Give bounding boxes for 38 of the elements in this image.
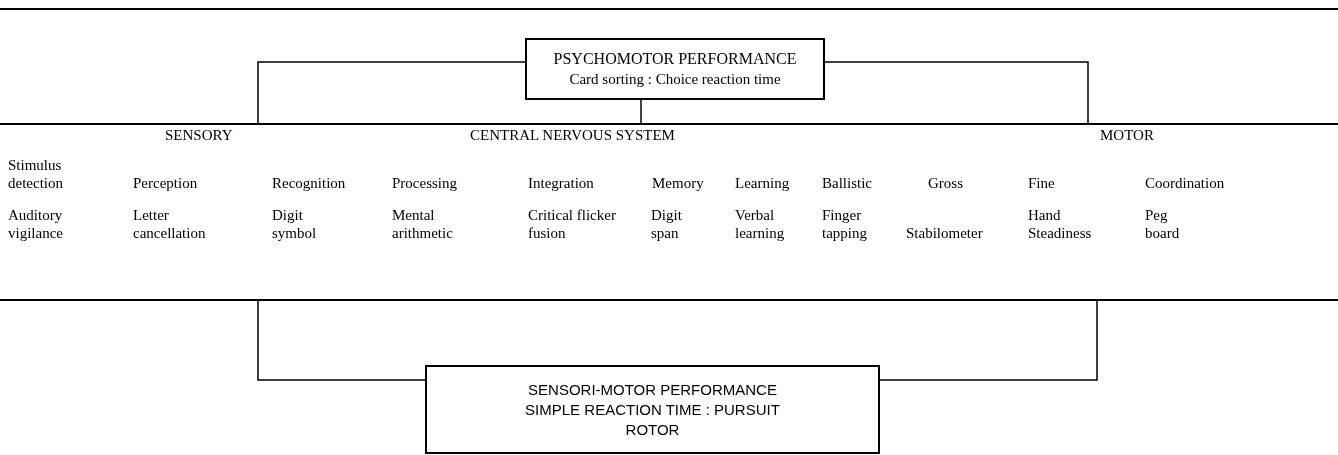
test-label: Finger tapping [822, 206, 868, 242]
test-label: Fine [1028, 174, 1055, 192]
test-label: Ballistic [822, 174, 872, 192]
divider-bar [0, 123, 1338, 125]
column-heading: SENSORY [165, 126, 233, 144]
connector-line [824, 61, 1089, 124]
test-label: Processing [392, 174, 457, 192]
title-box [525, 38, 825, 100]
test-label: Perception [133, 174, 198, 192]
test-label: Verbal learning [735, 206, 786, 242]
test-label: Recognition [272, 174, 346, 192]
test-label: Stimulus detection [8, 156, 64, 192]
connector-line [257, 300, 426, 381]
column-heading: CENTRAL NERVOUS SYSTEM [470, 126, 675, 144]
test-label: Memory [652, 174, 704, 192]
connector-line [879, 300, 1098, 381]
test-label: Hand Steadiness [1028, 206, 1093, 242]
test-label: Peg board [1145, 206, 1181, 242]
column-heading: MOTOR [1100, 126, 1154, 144]
test-label: Integration [528, 174, 594, 192]
connector-line [640, 99, 642, 124]
title-box [425, 365, 880, 454]
box-heading: SENSORI-MOTOR PERFORMANCE [528, 379, 777, 400]
test-label: Critical flicker fusion [528, 206, 617, 242]
test-label: Mental arithmetic [392, 206, 454, 242]
connector-line [257, 61, 526, 124]
divider-bar [0, 299, 1338, 301]
box-heading: PSYCHOMOTOR PERFORMANCE [553, 49, 797, 69]
test-label: Stabilometer [906, 224, 983, 242]
test-label: Gross [928, 174, 963, 192]
test-label: Learning [735, 174, 790, 192]
test-label: Digit symbol [272, 206, 318, 242]
test-label: Auditory vigilance [8, 206, 64, 242]
box-subtitle: Card sorting : Choice reaction time [569, 70, 781, 89]
test-label: Digit span [651, 206, 683, 242]
test-label: Letter cancellation [133, 206, 207, 242]
test-label: Coordination [1145, 174, 1225, 192]
box-subtitle: SIMPLE REACTION TIME : PURSUIT ROTOR [524, 399, 781, 440]
